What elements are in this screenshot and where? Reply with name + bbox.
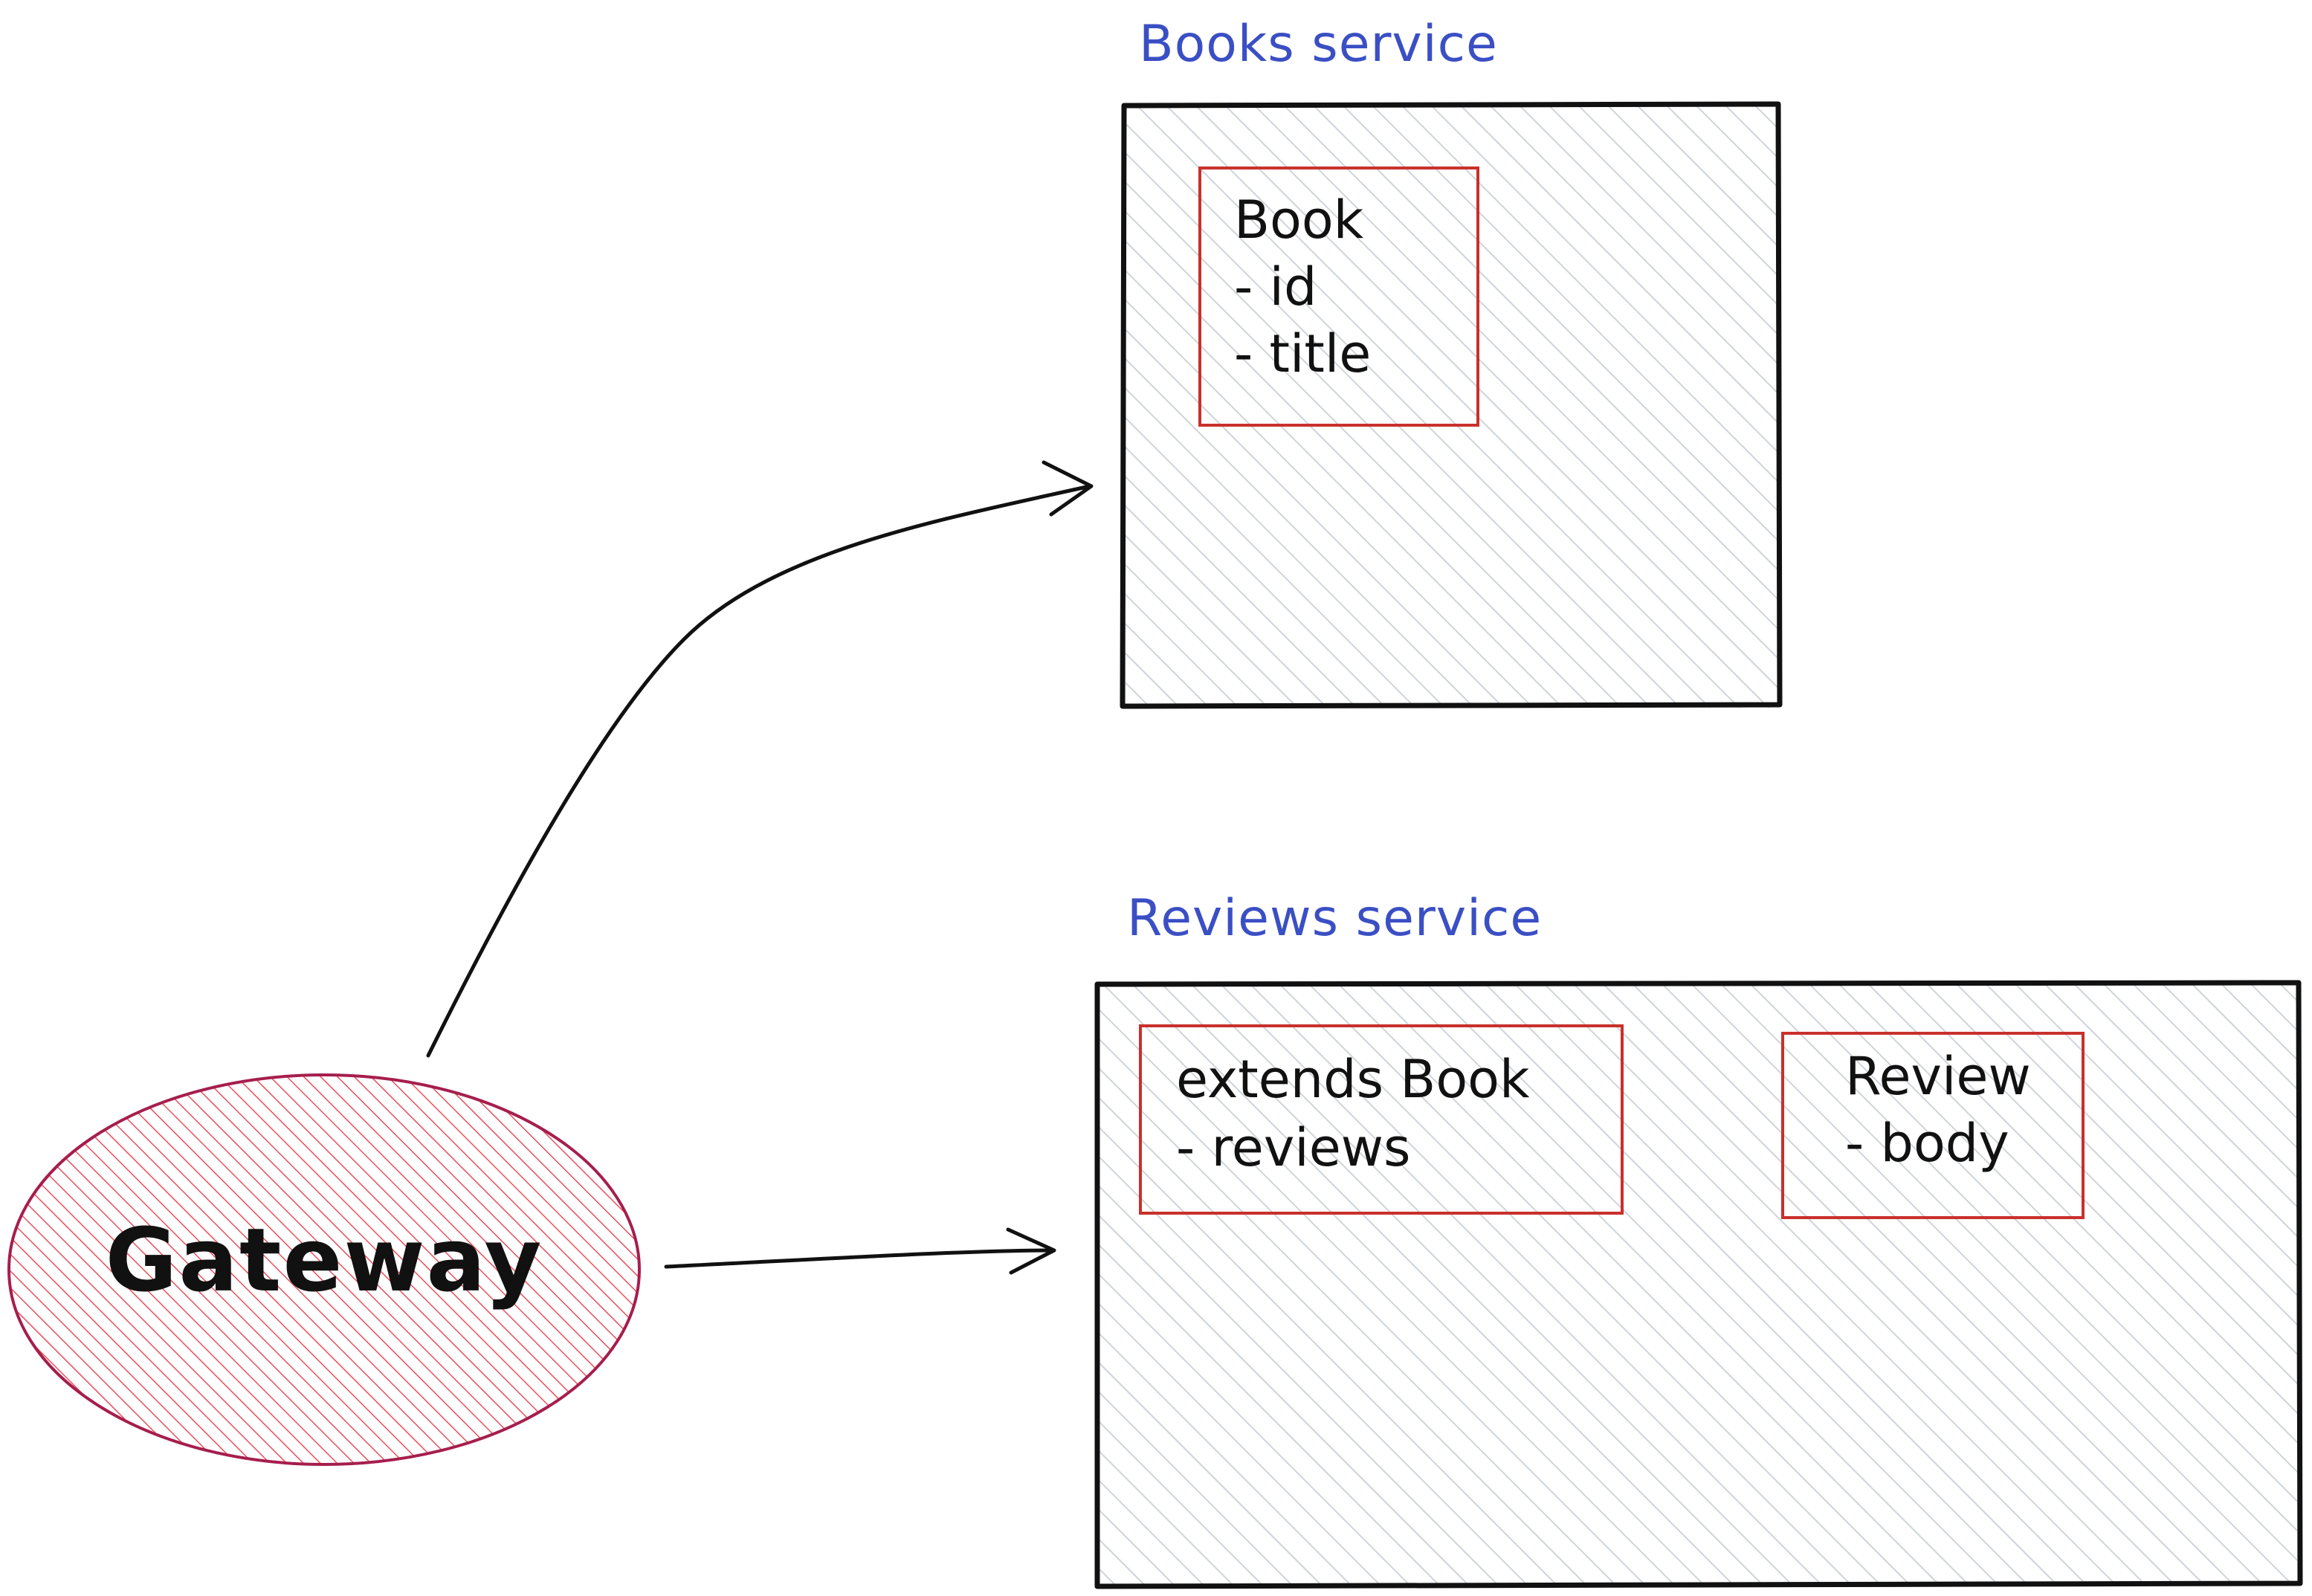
books-service-title: Books service bbox=[1139, 15, 1498, 74]
book-entity-line-1: Book bbox=[1234, 190, 1364, 251]
gateway-to-books-arrow bbox=[426, 460, 1094, 1058]
book-entity-card: Book - id - title bbox=[1198, 167, 1479, 427]
review-entity-card: Review - body bbox=[1781, 1032, 2085, 1219]
extends-book-entity-card: extends Book - reviews bbox=[1139, 1024, 1624, 1215]
extends-book-line-1: extends Book bbox=[1176, 1049, 1530, 1110]
books-service-box bbox=[1120, 101, 1783, 709]
reviews-service-box bbox=[1094, 980, 2303, 1589]
review-entity-line-2: - body bbox=[1845, 1113, 2009, 1174]
gateway-node: Gateway bbox=[7, 1073, 641, 1466]
gateway-label: Gateway bbox=[106, 1209, 543, 1311]
review-entity-line-1: Review bbox=[1845, 1046, 2031, 1107]
book-entity-line-2: - id bbox=[1234, 256, 1317, 317]
book-entity-line-3: - title bbox=[1234, 323, 1371, 384]
gateway-to-reviews-arrow bbox=[664, 1227, 1056, 1275]
extends-book-line-2: - reviews bbox=[1176, 1117, 1410, 1178]
reviews-service-title: Reviews service bbox=[1127, 889, 1542, 948]
